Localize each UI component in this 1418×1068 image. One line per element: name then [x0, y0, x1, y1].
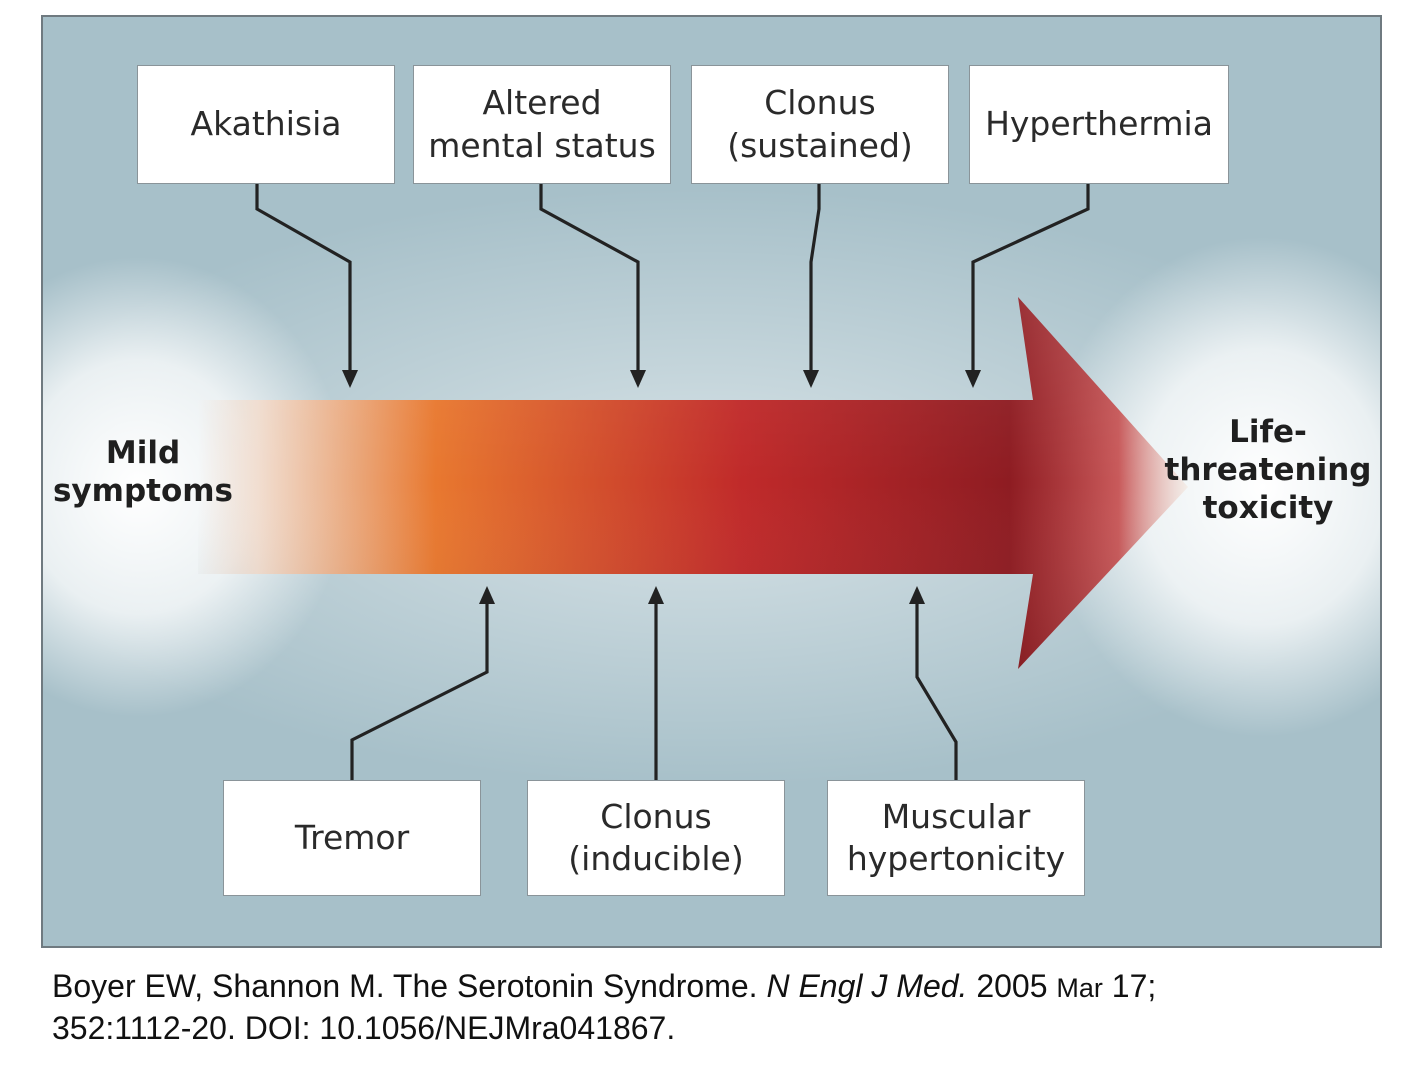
connector-altered-mental-status-line	[539, 184, 640, 372]
connector-clonus-sustained-line	[809, 184, 821, 372]
connector-altered-mental-status-arrowhead	[630, 370, 646, 388]
diagram-panel: Akathisia Altered mental status Clonus (…	[41, 15, 1382, 948]
connector-tremor-line	[350, 602, 489, 780]
connector-clonus-sustained	[803, 184, 821, 388]
connector-hyperthermia-line	[971, 184, 1090, 372]
citation-month: Mar	[1056, 973, 1103, 1003]
connector-muscular-hypertonicity-line	[915, 602, 958, 780]
arrow-shading	[198, 297, 1188, 669]
symptom-box-muscular-hypertonicity: Muscular hypertonicity	[827, 780, 1085, 896]
connector-muscular-hypertonicity	[909, 586, 958, 780]
connector-hyperthermia	[965, 184, 1090, 388]
symptom-box-akathisia: Akathisia	[137, 65, 395, 184]
connector-layer	[255, 184, 1090, 780]
citation: Boyer EW, Shannon M. The Serotonin Syndr…	[52, 966, 1402, 1049]
connector-akathisia-arrowhead	[342, 370, 358, 388]
connector-akathisia-line	[255, 184, 352, 372]
left-glow	[43, 257, 348, 717]
right-glow	[1043, 237, 1380, 737]
symptom-box-hyperthermia: Hyperthermia	[969, 65, 1229, 184]
symptom-box-altered-mental-status: Altered mental status	[413, 65, 671, 184]
connector-muscular-hypertonicity-arrowhead	[909, 586, 925, 604]
connector-altered-mental-status	[539, 184, 646, 388]
connector-clonus-inducible-arrowhead	[648, 586, 664, 604]
connector-clonus-inducible	[648, 586, 664, 780]
symptom-box-clonus-sustained: Clonus (sustained)	[691, 65, 949, 184]
symptom-box-tremor: Tremor	[223, 780, 481, 896]
citation-day-volume: 17;	[1102, 968, 1157, 1004]
connector-tremor-arrowhead	[479, 586, 495, 604]
citation-authors-title: Boyer EW, Shannon M. The Serotonin Syndr…	[52, 968, 767, 1004]
connector-akathisia	[255, 184, 358, 388]
symptom-box-clonus-inducible: Clonus (inducible)	[527, 780, 785, 896]
connector-clonus-sustained-arrowhead	[803, 370, 819, 388]
connector-tremor	[350, 586, 495, 780]
start-label-mild-symptoms: Mild symptoms	[52, 435, 234, 509]
end-label-life-threatening-toxicity: Life- threatening toxicity	[1164, 414, 1372, 526]
severity-arrow	[198, 297, 1188, 669]
citation-journal: N Engl J Med.	[766, 968, 968, 1004]
connector-hyperthermia-arrowhead	[965, 370, 981, 388]
citation-year: 2005	[967, 968, 1057, 1004]
citation-pages-doi: 352:1112-20. DOI: 10.1056/NEJMra041867.	[52, 1009, 676, 1046]
